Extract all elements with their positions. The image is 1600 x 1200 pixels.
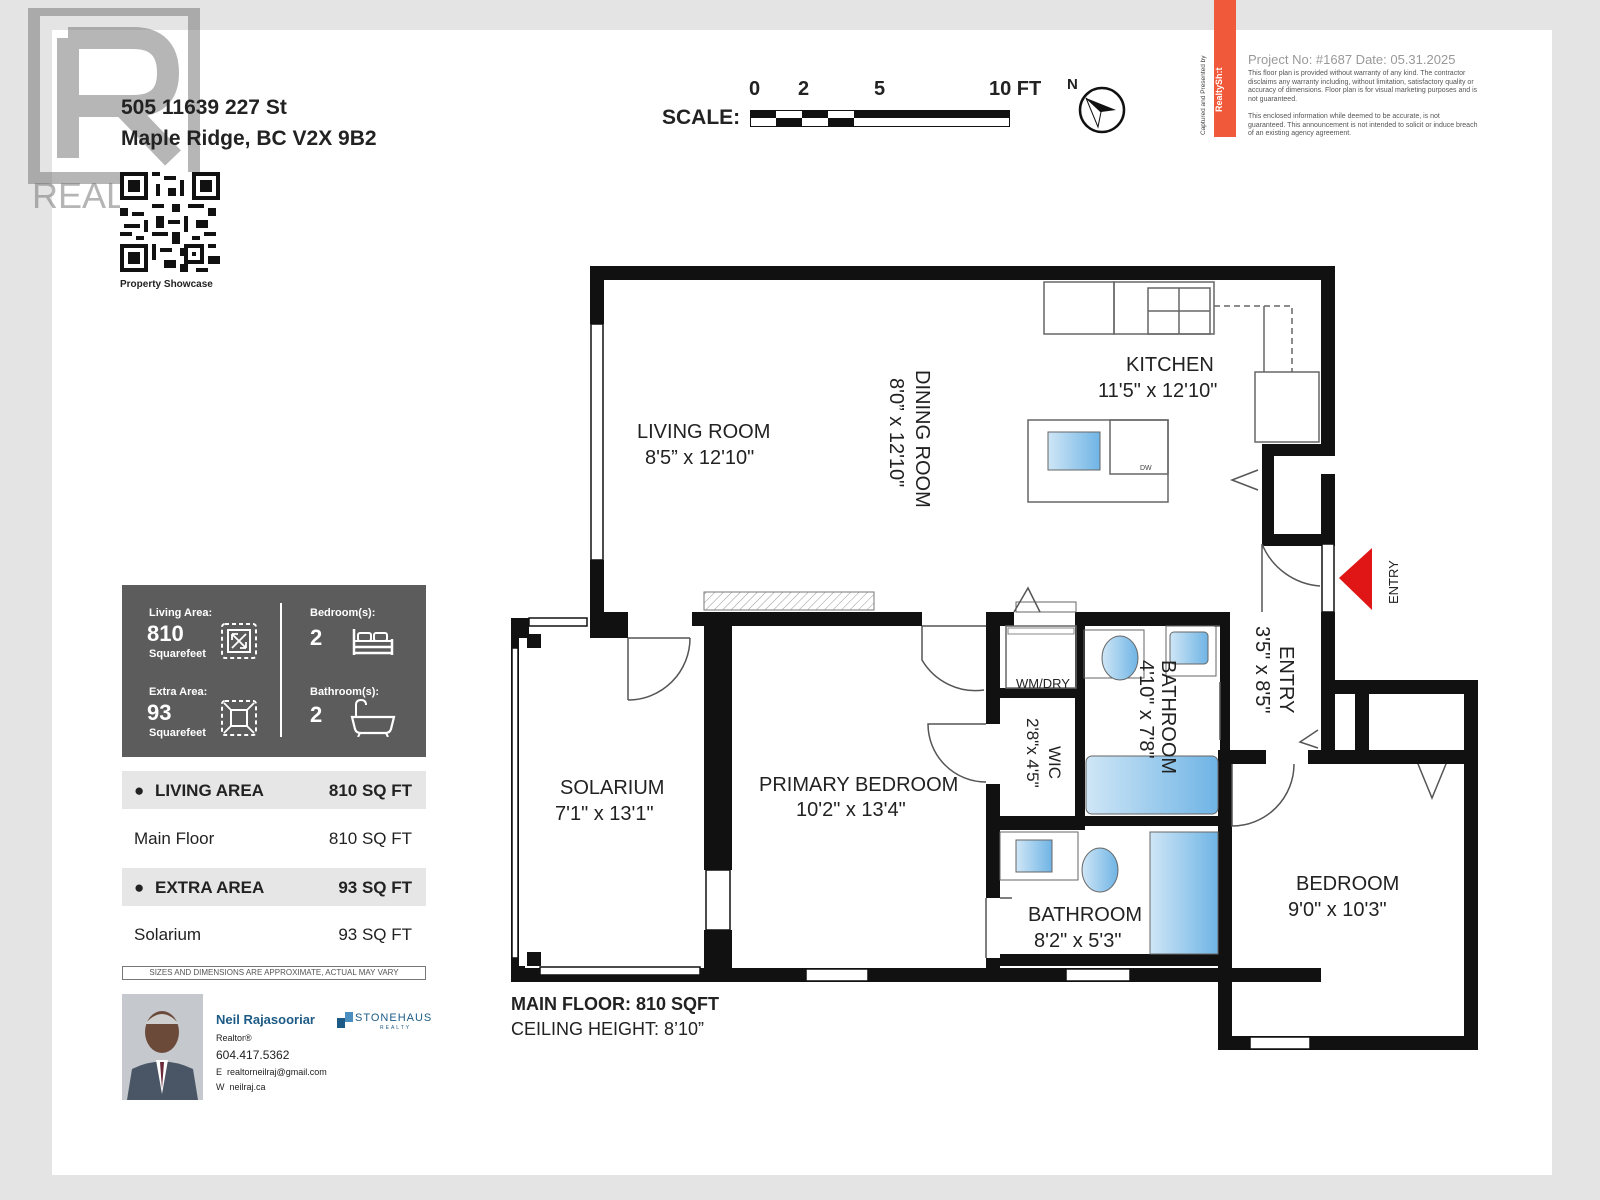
stats-divider (280, 603, 282, 737)
solarium-row-value: 93 SQ FT (338, 925, 412, 944)
primary-bedroom-dim: 10'2" x 13'4" (796, 799, 906, 821)
extra-area-band-label: EXTRA AREA (155, 878, 265, 897)
bullet-icon: ● (134, 878, 145, 897)
solarium-row: Solarium 93 SQ FT (122, 915, 426, 953)
north-label: N (1067, 76, 1078, 93)
solarium-name: SOLARIUM (560, 777, 665, 799)
extra-area-unit: Squarefeet (149, 727, 206, 739)
approx-note: SIZES AND DIMENSIONS ARE APPROXIMATE, AC… (122, 966, 426, 980)
extra-area-band: ● EXTRA AREA 93 SQ FT (122, 868, 426, 906)
bathrooms-label: Bathroom(s): (310, 686, 380, 698)
bedroom-dim: 9'0" x 10'3" (1288, 899, 1387, 921)
main-floor-label: Main Floor (134, 829, 215, 848)
wmdry-label: WM/DRY (1016, 676, 1070, 691)
dining-room-name: DINING ROOM (911, 370, 933, 508)
agent-name: Neil Rajasooriar (216, 1012, 315, 1027)
primary-bedroom-name: PRIMARY BEDROOM (759, 774, 959, 796)
realtor-logo: REAL (28, 8, 200, 216)
realtyshot-bar (1214, 0, 1236, 137)
main-floor-value: 810 SQ FT (328, 829, 412, 848)
agent-phone[interactable]: 604.417.5362 (216, 1048, 290, 1062)
entry-dim: 3'5" x 8'5" (1251, 626, 1273, 714)
bathrooms-value: 2 (310, 702, 323, 727)
qr-caption: Property Showcase (120, 279, 213, 290)
stats-card: Living Area: 810 Squarefeet Extra Area: … (122, 585, 426, 757)
living-area-unit: Squarefeet (149, 648, 206, 660)
realtor-logo-text: REAL (32, 175, 126, 216)
living-area-band: ● LIVING AREA 810 SQ FT (122, 771, 426, 809)
extra-area-label: Extra Area: (149, 686, 208, 698)
extra-area-band-value: 93 SQ FT (338, 878, 412, 897)
living-area-band-label: LIVING AREA (155, 781, 264, 800)
living-area-band-value: 810 SQ FT (328, 781, 412, 800)
entry-name: ENTRY (1275, 646, 1297, 714)
bath2-dim: 8'2" x 5'3" (1034, 930, 1122, 952)
bed-icon (352, 629, 394, 655)
qr-code[interactable] (120, 172, 220, 272)
agent-web[interactable]: W neilraj.ca (216, 1082, 266, 1092)
web-prefix: W (216, 1082, 225, 1092)
kitchen-dim: 11'5" x 12'10" (1098, 380, 1218, 402)
scale-tick-0: 0 (749, 78, 761, 100)
compass-icon (1078, 86, 1126, 134)
scale-bar (750, 110, 1010, 127)
address-line2: Maple Ridge, BC V2X 9B2 (121, 127, 377, 150)
bedroom-name: BEDROOM (1296, 873, 1400, 895)
agent-email[interactable]: E realtorneilraj@gmail.com (216, 1067, 327, 1077)
living-room-dim: 8'5” x 12'10" (645, 447, 755, 469)
bath1-dim: 4'10" x 7'8" (1135, 660, 1157, 759)
scale-tick-5: 5 (874, 78, 886, 100)
bathtub-icon (350, 698, 396, 737)
agent-photo (122, 994, 203, 1100)
project-info: Project No: #1687 Date: 05.31.2025 (1248, 52, 1456, 67)
main-floor-row: Main Floor 810 SQ FT (122, 819, 426, 857)
email-prefix: E (216, 1067, 223, 1077)
bath1-name: BATHROOM (1157, 660, 1179, 775)
living-room-name: LIVING ROOM (637, 421, 771, 443)
bullet-icon: ● (134, 781, 145, 800)
bedrooms-label: Bedroom(s): (310, 607, 376, 619)
wic-name: WIC (1045, 746, 1064, 780)
area-expand-icon (221, 623, 257, 659)
web-value[interactable]: neilraj.ca (229, 1082, 266, 1092)
wic-dim: 2'8"x 4'5" (1023, 718, 1042, 788)
living-area-value: 810 (147, 621, 184, 646)
brokerage-sub: REALTY (380, 1025, 412, 1031)
dining-room-dim: 8'0” x 12'10" (885, 378, 907, 488)
scale-tick-10: 10 FT (989, 78, 1042, 100)
walls (511, 266, 1478, 1050)
brokerage-name: STONEHAUS (355, 1012, 433, 1024)
area-compress-icon (221, 700, 257, 736)
living-area-label: Living Area: (149, 607, 213, 619)
bedrooms-value: 2 (310, 625, 323, 650)
address-line1: 505 11639 227 St (121, 96, 287, 119)
agent-title: Realtor® (216, 1033, 252, 1043)
scale-tick-2: 2 (798, 78, 810, 100)
stonehaus-logo-icon (337, 1012, 353, 1028)
disclaimer-2: This enclosed information while deemed t… (1248, 113, 1478, 137)
extra-area-value: 93 (147, 700, 172, 725)
disclaimer-1: This floor plan is provided without warr… (1248, 70, 1478, 103)
dw-label: DW (1140, 465, 1152, 472)
entry-arrow-icon (1339, 548, 1372, 610)
entry-marker: ENTRY (1386, 560, 1401, 604)
scale-label: SCALE: (662, 106, 741, 129)
bath2-name: BATHROOM (1028, 904, 1143, 926)
solarium-row-label: Solarium (134, 925, 202, 944)
ceiling-label: CEILING HEIGHT: 8’10” (511, 1019, 705, 1039)
kitchen-name: KITCHEN (1126, 354, 1214, 376)
solarium-dim: 7'1" x 13'1" (555, 803, 654, 825)
address: 505 11639 227 St Maple Ridge, BC V2X 9B2 (121, 92, 377, 154)
floor-label: MAIN FLOOR: 810 SQFT (511, 994, 720, 1014)
email-value[interactable]: realtorneilraj@gmail.com (227, 1067, 327, 1077)
